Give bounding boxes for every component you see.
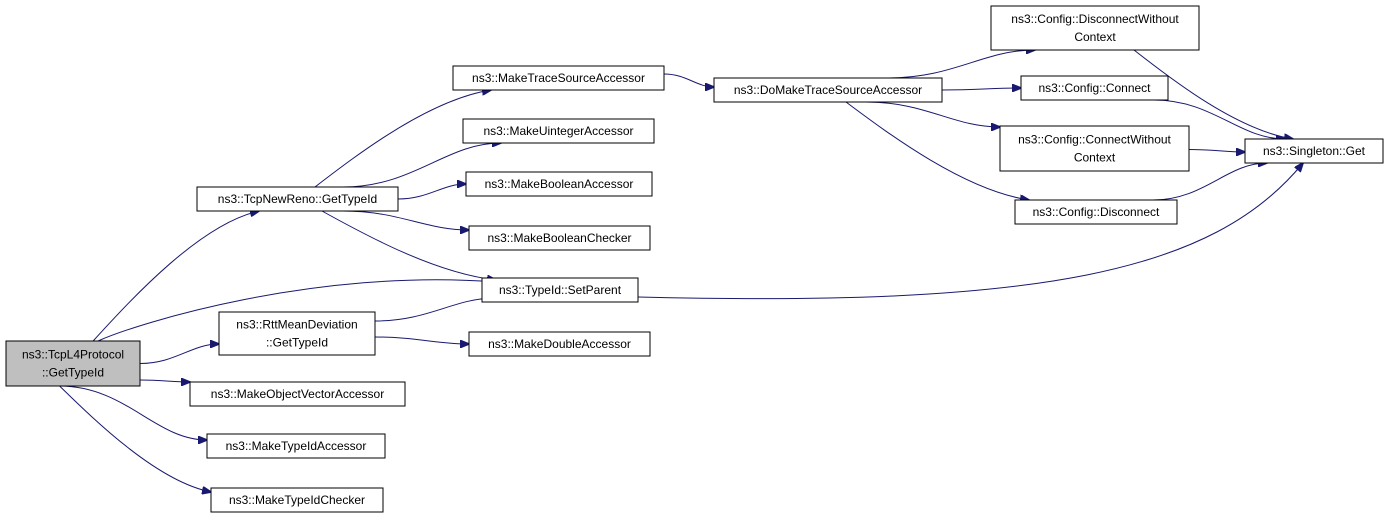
edge-newreno-to-mkuint xyxy=(342,143,501,188)
edge-newreno-to-mktrace xyxy=(314,90,491,188)
node-newreno-label-0: ns3::TcpNewReno::GetTypeId xyxy=(218,192,377,206)
node-disconnect-label-0: ns3::Config::Disconnect xyxy=(1033,205,1160,219)
node-mktrace[interactable]: ns3::MakeTraceSourceAccessor xyxy=(452,65,665,91)
node-rttmean-label-0: ns3::RttMeanDeviation xyxy=(236,318,357,332)
node-mkboolchk[interactable]: ns3::MakeBooleanChecker xyxy=(468,225,651,251)
edge-domktrace-to-disconnect xyxy=(845,101,1029,200)
edge-tcpl4-to-rttmean xyxy=(139,344,219,364)
node-mkdouble-box xyxy=(468,331,651,357)
edge-tcpl4-to-mktypeidchk xyxy=(59,385,211,492)
edge-tcpl4-to-mkobjvec xyxy=(139,380,190,382)
node-setparent-box xyxy=(481,277,639,303)
edge-tcpl4-to-newreno xyxy=(92,211,259,342)
node-mktypeidchk[interactable]: ns3::MakeTypeIdChecker xyxy=(210,487,384,513)
node-connect[interactable]: ns3::Config::Connect xyxy=(1020,75,1169,101)
node-layer: ns3::TcpL4Protocol::GetTypeId ns3::TcpNew… xyxy=(5,5,1384,513)
edge-connwo-to-singleton xyxy=(1188,150,1245,153)
node-tcpl4[interactable]: ns3::TcpL4Protocol::GetTypeId xyxy=(5,340,141,387)
edge-newreno-to-setparent xyxy=(321,210,496,280)
node-setparent-label-0: ns3::TypeId::SetParent xyxy=(499,283,622,297)
node-mktypeidchk-label-0: ns3::MakeTypeIdChecker xyxy=(229,493,365,507)
node-tcpl4-label-1: ::GetTypeId xyxy=(42,366,104,380)
node-domktrace[interactable]: ns3::DoMakeTraceSourceAccessor xyxy=(713,77,943,103)
edge-setparent-to-singleton xyxy=(637,163,1303,300)
node-discwo-box xyxy=(990,5,1200,51)
node-mkuint[interactable]: ns3::MakeUintegerAccessor xyxy=(462,118,655,144)
edge-tcpl4-to-setparent xyxy=(97,280,496,342)
node-mktypeidacc-label-0: ns3::MakeTypeIdAccessor xyxy=(226,439,367,453)
edge-rttmean-to-mkdouble xyxy=(374,336,469,344)
node-mkuint-box xyxy=(462,118,655,144)
node-domktrace-label-0: ns3::DoMakeTraceSourceAccessor xyxy=(734,83,922,97)
node-domktrace-box xyxy=(713,77,943,103)
node-mkboolacc-box xyxy=(465,171,653,197)
edge-newreno-to-mkboolacc xyxy=(397,184,466,200)
node-setparent[interactable]: ns3::TypeId::SetParent xyxy=(481,277,639,303)
node-connwo-box xyxy=(999,125,1190,172)
node-mkdouble-label-0: ns3::MakeDoubleAccessor xyxy=(488,337,631,351)
node-connect-box xyxy=(1020,75,1169,101)
node-disconnect-box xyxy=(1014,199,1178,225)
node-connect-label-0: ns3::Config::Connect xyxy=(1038,81,1151,95)
node-mkboolacc-label-0: ns3::MakeBooleanAccessor xyxy=(485,177,634,191)
edge-layer xyxy=(59,49,1303,492)
node-discwo-label-1: Context xyxy=(1074,30,1116,44)
node-connwo-label-1: Context xyxy=(1074,151,1116,165)
node-mktypeidacc[interactable]: ns3::MakeTypeIdAccessor xyxy=(206,433,386,459)
node-connwo-label-0: ns3::Config::ConnectWithout xyxy=(1018,133,1171,147)
edge-disconnect-to-singleton xyxy=(1152,163,1267,201)
node-newreno-box xyxy=(196,186,399,212)
node-mktypeidacc-box xyxy=(206,433,386,459)
edge-newreno-to-mkboolchk xyxy=(342,210,469,230)
edge-domktrace-to-discwo xyxy=(887,50,1035,79)
node-tcpl4-label-0: ns3::TcpL4Protocol xyxy=(22,348,124,362)
node-mkdouble[interactable]: ns3::MakeDoubleAccessor xyxy=(468,331,651,357)
node-rttmean-label-1: ::GetTypeId xyxy=(266,336,328,350)
node-mktrace-label-0: ns3::MakeTraceSourceAccessor xyxy=(472,71,645,85)
edge-discwo-to-singleton xyxy=(1133,49,1293,139)
node-mkuint-label-0: ns3::MakeUintegerAccessor xyxy=(483,124,633,138)
node-disconnect[interactable]: ns3::Config::Disconnect xyxy=(1014,199,1178,225)
edge-connect-to-singleton xyxy=(1153,99,1285,139)
node-mkobjvec-box xyxy=(189,381,406,407)
node-mkboolchk-label-0: ns3::MakeBooleanChecker xyxy=(487,231,631,245)
node-mkobjvec-label-0: ns3::MakeObjectVectorAccessor xyxy=(211,387,384,401)
edge-domktrace-to-connwo xyxy=(865,101,1000,127)
node-singleton[interactable]: ns3::Singleton::Get xyxy=(1244,138,1384,164)
node-mkobjvec[interactable]: ns3::MakeObjectVectorAccessor xyxy=(189,381,406,407)
node-rttmean-box xyxy=(218,311,376,356)
node-mkboolchk-box xyxy=(468,225,651,251)
node-mktypeidchk-box xyxy=(210,487,384,513)
node-singleton-label-0: ns3::Singleton::Get xyxy=(1263,144,1366,158)
edge-tcpl4-to-mktypeidacc xyxy=(59,385,207,440)
edge-mktrace-to-domktrace xyxy=(663,73,714,87)
edge-rttmean-to-setparent xyxy=(374,298,496,322)
node-rttmean[interactable]: ns3::RttMeanDeviation::GetTypeId xyxy=(218,311,376,356)
node-mkboolacc[interactable]: ns3::MakeBooleanAccessor xyxy=(465,171,653,197)
node-discwo-label-0: ns3::Config::DisconnectWithout xyxy=(1011,12,1179,26)
node-tcpl4-box xyxy=(5,340,141,387)
node-newreno[interactable]: ns3::TcpNewReno::GetTypeId xyxy=(196,186,399,212)
node-mktrace-box xyxy=(452,65,665,91)
edge-domktrace-to-connect xyxy=(941,88,1021,90)
node-singleton-box xyxy=(1244,138,1384,164)
